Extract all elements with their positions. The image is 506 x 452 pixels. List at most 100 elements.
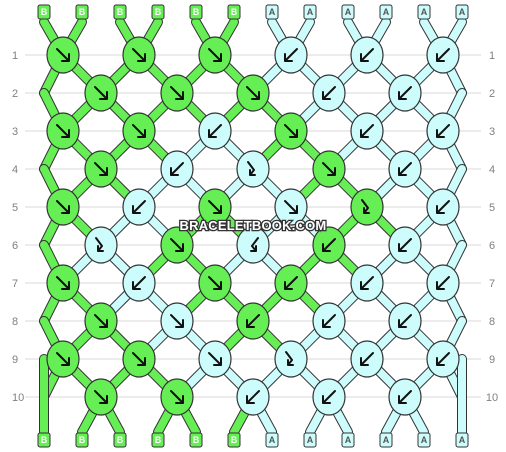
- knot: [388, 150, 422, 188]
- top-thread-cap-letter: B: [41, 7, 48, 17]
- row-number-left: 8: [12, 316, 18, 328]
- knot-arrow-icon: [246, 86, 260, 100]
- knot: [198, 188, 232, 226]
- bottom-thread-cap: [189, 432, 203, 448]
- knot-arrow-icon: [436, 200, 450, 214]
- knot-arrow-icon: [322, 390, 336, 404]
- knot-arrow-icon: [246, 390, 260, 404]
- knot-arrow-icon: [170, 86, 184, 100]
- row-number-left: 2: [12, 88, 18, 100]
- bottom-thread-cap: [265, 432, 279, 448]
- knot: [312, 226, 346, 264]
- knot-arrow-icon: [322, 162, 336, 176]
- row-number-right: 6: [489, 240, 495, 252]
- knot: [350, 36, 384, 74]
- top-thread-cap-letter: B: [193, 7, 200, 17]
- knot-arrow-icon: [170, 314, 184, 328]
- knot: [46, 112, 80, 150]
- knot-arrow-icon: [398, 162, 412, 176]
- knot: [160, 302, 194, 340]
- knot-arrow-icon: [208, 276, 222, 290]
- bottom-thread-cap: [379, 432, 393, 448]
- knot: [350, 340, 384, 378]
- knot-arrow-icon: [436, 352, 450, 366]
- knot-arrow-icon: [322, 314, 336, 328]
- row-number-left: 5: [12, 202, 18, 214]
- row-number-right: 10: [486, 392, 498, 404]
- knot: [312, 378, 346, 416]
- knot: [274, 340, 308, 378]
- knot-arrow-icon: [247, 161, 256, 176]
- knot-arrow-icon: [56, 200, 70, 214]
- watermark: BRACELETBOOK.COM: [180, 218, 327, 233]
- bottom-thread-cap: [37, 432, 51, 448]
- bottom-thread-cap-letter: B: [41, 435, 48, 445]
- knot: [46, 340, 80, 378]
- knot-arrow-icon: [250, 237, 259, 252]
- knot-arrow-icon: [284, 124, 298, 138]
- knot: [84, 226, 118, 264]
- knot-arrow-icon: [94, 314, 108, 328]
- row-number-left: 6: [12, 240, 18, 252]
- row-number-left: 4: [12, 164, 18, 176]
- row-number-right: 3: [489, 126, 495, 138]
- bottom-thread-cap: [455, 432, 469, 448]
- knot: [236, 226, 270, 264]
- knot: [388, 378, 422, 416]
- knot-arrow-icon: [436, 124, 450, 138]
- knot: [198, 264, 232, 302]
- top-thread-cap-letter: A: [345, 7, 352, 17]
- top-thread-cap: [75, 4, 89, 20]
- knot-arrow-icon: [94, 390, 108, 404]
- bottom-thread-cap: [303, 432, 317, 448]
- top-thread-cap: [265, 4, 279, 20]
- knot: [84, 378, 118, 416]
- knot-arrow-icon: [246, 314, 260, 328]
- top-thread-cap: [379, 4, 393, 20]
- top-thread-cap: [341, 4, 355, 20]
- knot-arrow-icon: [208, 48, 222, 62]
- knot: [198, 340, 232, 378]
- knot-arrow-icon: [284, 200, 298, 214]
- knot: [236, 378, 270, 416]
- knot: [274, 264, 308, 302]
- knot-grid: [46, 36, 460, 416]
- knot-arrow-icon: [94, 162, 108, 176]
- knot-arrow-icon: [398, 86, 412, 100]
- knot-arrow-icon: [132, 200, 146, 214]
- knot: [350, 264, 384, 302]
- row-number-right: 2: [489, 88, 495, 100]
- knot-arrow-icon: [284, 48, 298, 62]
- knot: [426, 264, 460, 302]
- knot: [84, 74, 118, 112]
- knot-arrow-icon: [398, 390, 412, 404]
- bottom-thread-cap: [341, 432, 355, 448]
- knot: [312, 302, 346, 340]
- top-thread-cap-letter: A: [269, 7, 276, 17]
- row-number-right: 9: [489, 354, 495, 366]
- knot: [426, 36, 460, 74]
- top-thread-cap-letter: B: [231, 7, 238, 17]
- knot: [388, 74, 422, 112]
- knot: [160, 378, 194, 416]
- knot: [350, 112, 384, 150]
- bottom-thread-cap-letter: A: [421, 435, 428, 445]
- knot: [46, 36, 80, 74]
- row-number-left: 9: [12, 354, 18, 366]
- knot-arrow-icon: [208, 352, 222, 366]
- knot: [426, 188, 460, 226]
- knot: [426, 340, 460, 378]
- bottom-thread-cap-letter: B: [193, 435, 200, 445]
- knot: [46, 188, 80, 226]
- top-thread-cap-letter: A: [383, 7, 390, 17]
- knot: [198, 36, 232, 74]
- bottom-thread-cap: [113, 432, 127, 448]
- bottom-thread-cap: [75, 432, 89, 448]
- knot-arrow-icon: [360, 48, 374, 62]
- knot: [236, 74, 270, 112]
- row-number-left: 10: [12, 392, 24, 404]
- knot-arrow-icon: [436, 48, 450, 62]
- knot-arrow-icon: [360, 124, 374, 138]
- knot-arrow-icon: [95, 237, 104, 252]
- knot-arrow-icon: [56, 352, 70, 366]
